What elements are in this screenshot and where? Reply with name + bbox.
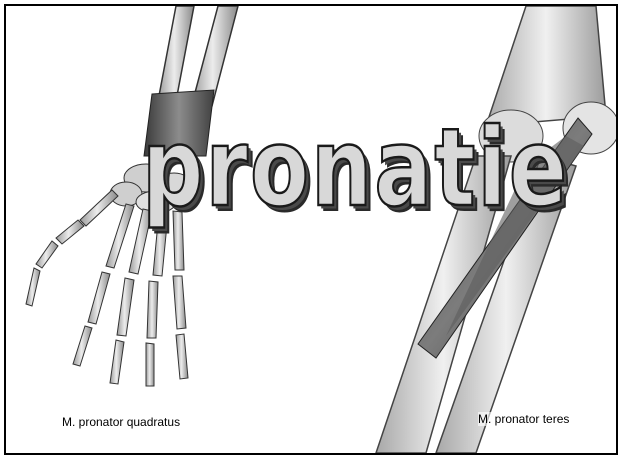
slide-title: pronatie: [142, 106, 472, 231]
caption-pronator-quadratus: M. pronator quadratus: [62, 415, 180, 429]
caption-pronator-teres: M. pronator teres: [478, 412, 569, 426]
slide: pronatie M. pronator quadratus M. pronat…: [4, 4, 618, 455]
